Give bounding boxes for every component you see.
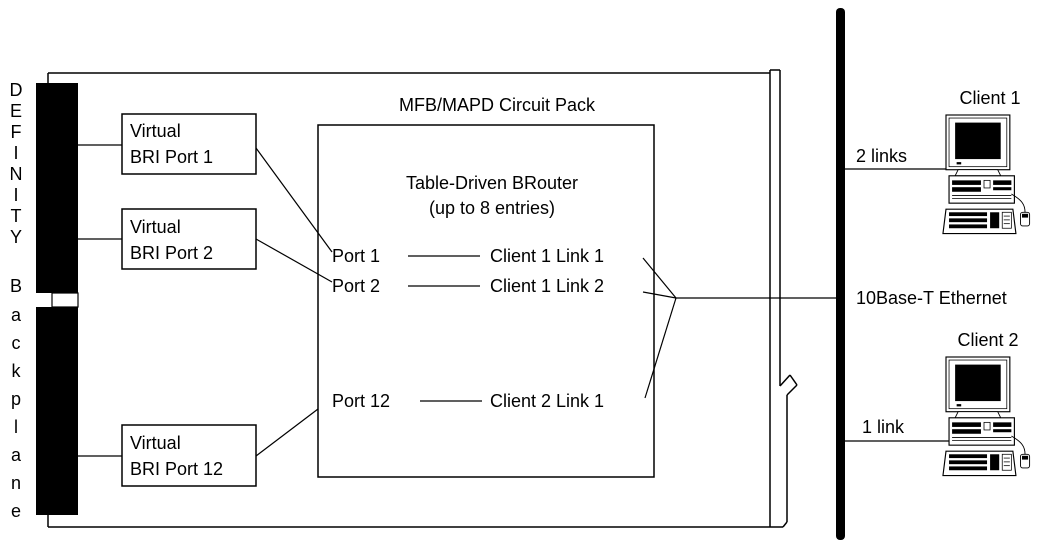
letter: a bbox=[11, 445, 22, 465]
letter: E bbox=[10, 101, 22, 121]
computer-icon bbox=[942, 356, 1031, 477]
connector-lines bbox=[78, 144, 958, 457]
virtual-bri-port-box bbox=[121, 208, 257, 270]
virtual-bri-port-box bbox=[121, 424, 257, 487]
virtual-port-line2: BRI Port 12 bbox=[130, 459, 223, 479]
brouter-title: Table-Driven BRouter bbox=[406, 173, 578, 193]
letter: n bbox=[11, 473, 21, 493]
client-name: Client 2 bbox=[957, 330, 1018, 350]
letter: e bbox=[11, 501, 21, 521]
backplane-bar-lower bbox=[36, 307, 78, 515]
brouter-client-link: Client 1 Link 2 bbox=[490, 276, 604, 296]
ethernet-label: 10Base-T Ethernet bbox=[856, 288, 1007, 308]
brouter-client-link: Client 1 Link 1 bbox=[490, 246, 604, 266]
brouter-port: Port 12 bbox=[332, 391, 390, 411]
letter: I bbox=[13, 143, 18, 163]
letter: c bbox=[12, 333, 21, 353]
backplane-bar-upper bbox=[36, 83, 78, 293]
virtual-port-line1: Virtual bbox=[130, 217, 181, 237]
backplane-label-definity: D E F I N I T Y bbox=[10, 80, 23, 247]
backplane-label-backplane: B a c k p l a n e bbox=[10, 276, 22, 521]
letter: T bbox=[11, 206, 22, 226]
letter: a bbox=[11, 305, 22, 325]
letter: B bbox=[10, 276, 22, 296]
letter: D bbox=[10, 80, 23, 100]
letter: p bbox=[11, 389, 21, 409]
virtual-port-line2: BRI Port 2 bbox=[130, 243, 213, 263]
brouter-client-link: Client 2 Link 1 bbox=[490, 391, 604, 411]
virtual-bri-port-box bbox=[121, 113, 257, 175]
letter: k bbox=[12, 361, 22, 381]
computer-icon bbox=[942, 114, 1031, 235]
brouter-port: Port 1 bbox=[332, 246, 380, 266]
letter: F bbox=[11, 122, 22, 142]
client-link-count: 1 link bbox=[862, 417, 905, 437]
brouter-box bbox=[317, 124, 655, 478]
circuit-pack-title: MFB/MAPD Circuit Pack bbox=[399, 95, 596, 115]
virtual-port-line1: Virtual bbox=[130, 121, 181, 141]
virtual-port-line2: BRI Port 1 bbox=[130, 147, 213, 167]
client-name: Client 1 bbox=[959, 88, 1020, 108]
brouter-subtitle: (up to 8 entries) bbox=[429, 198, 555, 218]
brouter-port: Port 2 bbox=[332, 276, 380, 296]
letter: l bbox=[14, 417, 18, 437]
letter: N bbox=[10, 164, 23, 184]
letter: Y bbox=[10, 227, 22, 247]
letter: I bbox=[13, 185, 18, 205]
virtual-port-line1: Virtual bbox=[130, 433, 181, 453]
ethernet-backbone bbox=[836, 8, 845, 540]
backplane-notch bbox=[51, 292, 79, 308]
client-link-count: 2 links bbox=[856, 146, 907, 166]
